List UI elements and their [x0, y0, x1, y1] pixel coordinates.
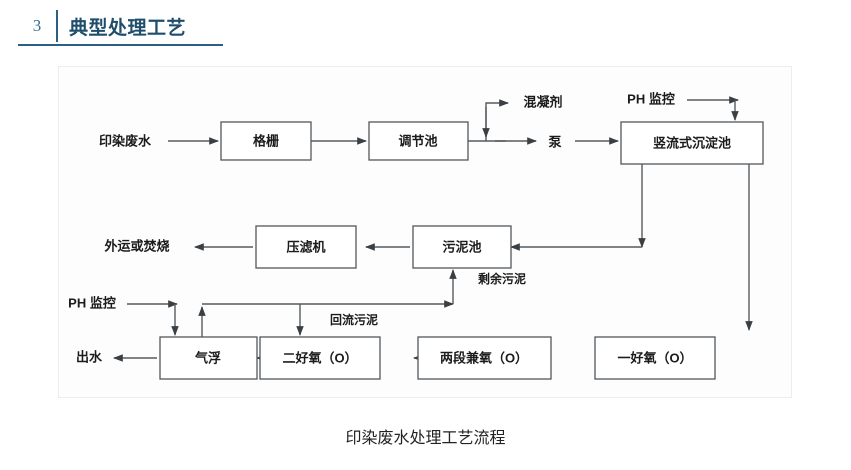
node-sludgetank-box — [412, 225, 512, 269]
node-aerobic1[interactable]: 一好氧（O） — [594, 336, 716, 380]
label-ph-monitor-top: PH 监控 — [627, 91, 675, 106]
label-disposal: 外运或焚烧 — [103, 238, 169, 253]
node-sludgetank-label: 污泥池 — [442, 239, 481, 254]
label-ph-monitor-bottom: PH 监控 — [68, 295, 116, 310]
node-settler-box — [620, 121, 764, 165]
label-return-sludge: 回流污泥 — [330, 312, 378, 327]
node-settler-label: 竖流式沉淀池 — [653, 135, 731, 150]
label-influent: 印染废水 — [99, 133, 152, 148]
node-regbasin-box — [368, 121, 469, 161]
node-flotation[interactable]: 气浮 — [159, 336, 258, 380]
page-title: 典型处理工艺 — [69, 17, 187, 39]
figure-caption: 印染废水处理工艺流程 — [345, 430, 506, 447]
node-grid-box — [220, 121, 312, 161]
node-filterpress[interactable]: 压滤机 — [255, 225, 357, 269]
label-effluent: 出水 — [76, 349, 103, 364]
node-flotation-label: 气浮 — [195, 350, 221, 365]
node-aerobic1-label: 一好氧（O） — [617, 350, 692, 365]
section-header: 3 典型处理工艺 — [18, 8, 223, 46]
figure-panel: 格栅 调节池 竖流式沉淀池 压滤机 污泥池 气浮 二好氧（O） — [58, 66, 792, 398]
node-aerobic2[interactable]: 二好氧（O） — [259, 336, 381, 380]
node-grid-label: 格栅 — [253, 133, 279, 148]
node-regbasin[interactable]: 调节池 — [368, 121, 469, 161]
node-aerobic2-box — [259, 336, 381, 380]
node-filterpress-box — [255, 225, 357, 269]
node-aerobic1-box — [594, 336, 716, 380]
node-filterpress-label: 压滤机 — [286, 239, 325, 254]
process-flow-diagram: 格栅 调节池 竖流式沉淀池 压滤机 污泥池 气浮 二好氧（O） — [68, 91, 764, 380]
label-excess-sludge: 剩余污泥 — [478, 271, 526, 286]
node-anoxic2-box — [417, 336, 552, 380]
header-divider — [56, 10, 58, 42]
node-flotation-box — [159, 336, 258, 380]
node-anoxic2[interactable]: 两段兼氧（O） — [417, 336, 552, 380]
node-regbasin-label: 调节池 — [398, 133, 437, 148]
node-settler[interactable]: 竖流式沉淀池 — [620, 121, 764, 165]
node-aerobic2-label: 二好氧（O） — [282, 350, 357, 365]
node-sludgetank[interactable]: 污泥池 — [412, 225, 512, 269]
label-pump: 泵 — [548, 134, 561, 149]
node-anoxic2-label: 两段兼氧（O） — [440, 350, 528, 365]
section-number: 3 — [32, 16, 42, 35]
label-coagulant: 混凝剂 — [523, 94, 562, 109]
node-grid[interactable]: 格栅 — [220, 121, 312, 161]
edge-coagulant-riser — [485, 99, 509, 141]
